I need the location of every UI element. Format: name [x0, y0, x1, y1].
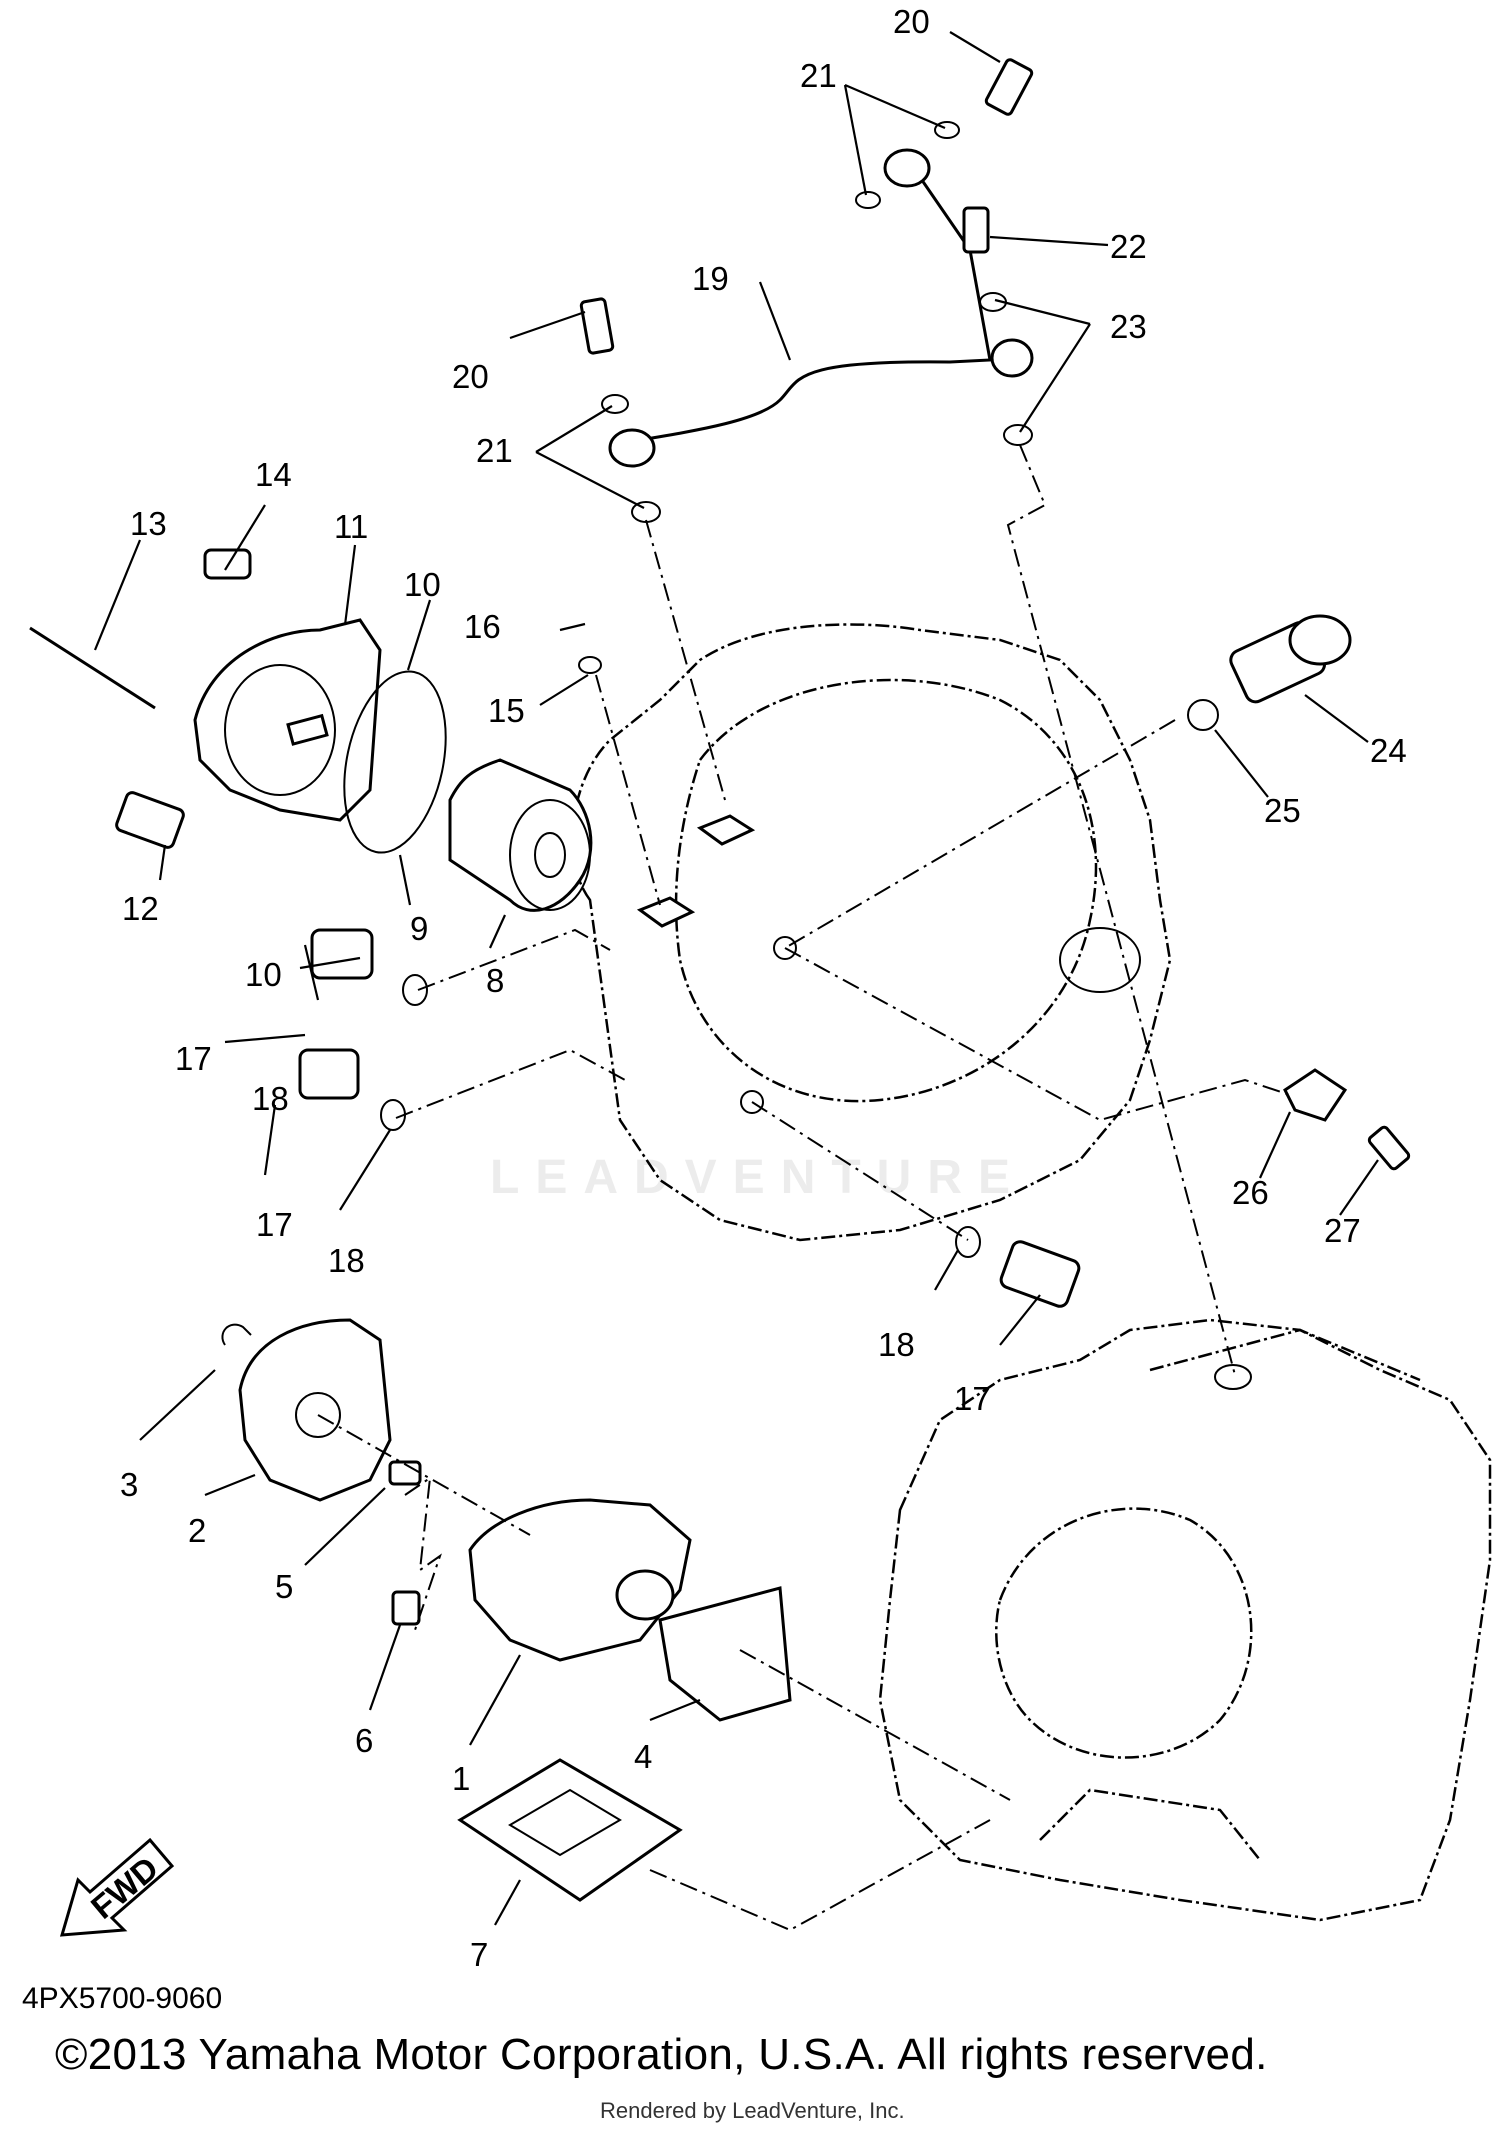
oil-filter-cover-11 [29, 548, 382, 849]
watermark: LEADVENTURE [490, 1151, 1027, 1204]
drain-bolts-17 [298, 928, 1081, 1308]
callout-4: 4 [634, 1738, 652, 1775]
callout-18: 18 [252, 1080, 289, 1117]
callout-5: 5 [275, 1568, 293, 1605]
callout-3: 3 [120, 1466, 138, 1503]
oil-pump-assembly-1 [391, 1498, 692, 1662]
union-bolts [579, 58, 1034, 355]
callout-8: 8 [486, 962, 504, 999]
oil-filter-element-8 [448, 758, 593, 912]
oil-strainer-7 [457, 1758, 683, 1902]
callout-18: 18 [328, 1242, 365, 1279]
callout-10: 10 [404, 566, 441, 603]
callout-20: 20 [452, 358, 489, 395]
callout-10: 10 [245, 956, 282, 993]
copyright-notice: ©2013 Yamaha Motor Corporation, U.S.A. A… [55, 2030, 1268, 2079]
crankcase [878, 1318, 1492, 1922]
fwd-arrow-icon: FWD [59, 1837, 175, 1937]
callout-20: 20 [893, 3, 930, 40]
callout-9: 9 [410, 910, 428, 947]
callout-17: 17 [256, 1206, 293, 1243]
callout-16: 16 [464, 608, 501, 645]
clamp-26-bolt-27 [1283, 1068, 1411, 1171]
gasket-4 [658, 1586, 792, 1722]
callout-6: 6 [355, 1722, 373, 1759]
callout-21: 21 [476, 432, 513, 469]
callout-17: 17 [954, 1380, 991, 1417]
callout-22: 22 [1110, 228, 1147, 265]
callout-11: 11 [334, 508, 368, 545]
rendered-by-notice: Rendered by LeadVenture, Inc. [600, 2098, 905, 2123]
callout-labels: 20 21 22 19 23 20 21 14 13 11 10 16 15 2… [120, 3, 1407, 1973]
crankcase-cover [571, 623, 1172, 1242]
callout-24: 24 [1370, 732, 1407, 769]
o-ring-9 [343, 670, 447, 854]
pipe-fitting-24 [1229, 614, 1352, 704]
callout-2: 2 [188, 1512, 206, 1549]
callout-21: 21 [800, 57, 837, 94]
callout-14: 14 [255, 456, 292, 493]
leader-lines [93, 31, 1379, 1926]
callout-1: 1 [452, 1760, 470, 1797]
callout-15: 15 [488, 692, 525, 729]
callout-17: 17 [175, 1040, 212, 1077]
oil-pump-gear-2 [221, 1318, 422, 1502]
callout-13: 13 [130, 505, 167, 542]
oil-pipe-19 [608, 148, 1034, 468]
callout-7: 7 [470, 1936, 488, 1973]
callout-19: 19 [692, 260, 729, 297]
callout-18: 18 [878, 1326, 915, 1363]
callout-25: 25 [1264, 792, 1301, 829]
alignment-lines [317, 444, 1291, 1932]
callout-12: 12 [122, 890, 159, 927]
callout-27: 27 [1324, 1212, 1361, 1249]
callout-23: 23 [1110, 308, 1147, 345]
diagram-reference-code: 4PX5700-9060 [22, 1982, 223, 2015]
callout-26: 26 [1232, 1174, 1269, 1211]
